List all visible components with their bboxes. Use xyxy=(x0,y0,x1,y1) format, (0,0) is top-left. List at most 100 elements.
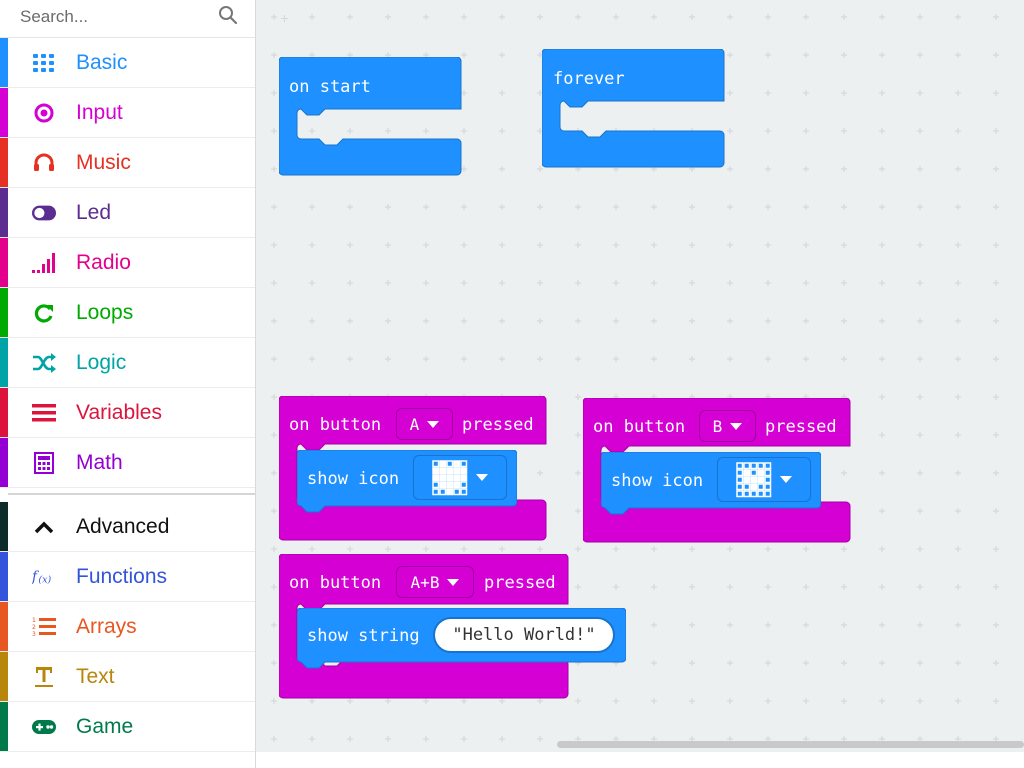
function-icon: f(x) xyxy=(32,565,56,589)
signal-bars-icon xyxy=(32,251,56,275)
search-input[interactable] xyxy=(18,4,212,30)
category-color-stripe xyxy=(0,338,8,387)
category-color-stripe xyxy=(0,138,8,187)
category-color-stripe xyxy=(0,88,8,137)
category-color-stripe xyxy=(0,602,8,651)
category-label: Math xyxy=(76,451,123,474)
category-color-stripe xyxy=(0,702,8,751)
on-button-b-suffix: pressed xyxy=(765,417,837,437)
category-loops[interactable]: Loops xyxy=(0,288,255,338)
on-button-ab-prefix: on button xyxy=(289,573,382,593)
on-start-block-shape xyxy=(279,57,462,176)
button-a-dropdown[interactable]: A xyxy=(396,408,453,440)
category-led[interactable]: Led xyxy=(0,188,255,238)
category-color-stripe xyxy=(0,38,8,87)
category-label: Arrays xyxy=(76,615,137,638)
svg-text:f: f xyxy=(32,569,40,585)
forever-label: forever xyxy=(553,69,625,89)
category-functions[interactable]: f(x) Functions xyxy=(0,552,255,602)
search-icon[interactable] xyxy=(218,5,238,25)
string-input[interactable]: "Hello World!" xyxy=(433,617,615,653)
category-text[interactable]: Text xyxy=(0,652,255,702)
category-label: Led xyxy=(76,201,112,224)
show-icon-block-b[interactable]: show icon xyxy=(601,452,821,520)
icon-picker-b[interactable] xyxy=(717,457,811,502)
svg-text:3: 3 xyxy=(32,631,36,638)
category-color-stripe xyxy=(0,652,8,701)
chevron-down-icon xyxy=(780,476,792,483)
category-logic[interactable]: Logic xyxy=(0,338,255,388)
target-icon xyxy=(32,101,56,125)
toolbox: Basic Input Music Led Radio xyxy=(0,0,256,768)
show-icon-label-a: show icon xyxy=(307,469,400,489)
category-math[interactable]: Math xyxy=(0,438,255,488)
category-game[interactable]: Game xyxy=(0,702,255,752)
button-ab-dropdown-value: A+B xyxy=(410,572,440,592)
chevron-up-icon xyxy=(32,515,56,539)
text-icon xyxy=(32,665,56,689)
category-label: Functions xyxy=(76,565,168,588)
category-label: Music xyxy=(76,151,131,174)
string-input-value: "Hello World!" xyxy=(452,625,596,645)
refresh-icon xyxy=(32,301,56,325)
category-color-stripe xyxy=(0,388,8,437)
button-b-dropdown[interactable]: B xyxy=(699,410,756,442)
blocks-workspace[interactable]: on start forever on button A pressed sho… xyxy=(256,0,1024,752)
category-label: Advanced xyxy=(76,515,170,538)
chevron-down-icon xyxy=(427,420,440,428)
category-input[interactable]: Input xyxy=(0,88,255,138)
headphones-icon xyxy=(32,151,56,175)
heart-icon xyxy=(432,459,468,495)
grid-icon xyxy=(32,51,56,75)
on-start-block[interactable]: on start xyxy=(279,57,462,177)
category-label: Logic xyxy=(76,351,127,374)
calculator-icon xyxy=(32,451,56,475)
category-label: Loops xyxy=(76,301,134,324)
toolbox-separator xyxy=(8,493,255,495)
search-bar xyxy=(0,0,255,38)
category-color-stripe xyxy=(0,288,8,337)
on-start-label: on start xyxy=(289,77,371,97)
on-button-a-suffix: pressed xyxy=(462,415,534,435)
on-button-b-prefix: on button xyxy=(593,417,686,437)
category-label: Radio xyxy=(76,251,131,274)
category-label: Variables xyxy=(76,401,162,424)
gamepad-icon xyxy=(32,715,56,739)
button-a-dropdown-value: A xyxy=(409,414,420,434)
category-label: Game xyxy=(76,715,134,738)
forever-block[interactable]: forever xyxy=(542,49,725,169)
category-variables[interactable]: Variables xyxy=(0,388,255,438)
forever-block-shape xyxy=(542,49,725,168)
svg-text:1: 1 xyxy=(32,617,36,624)
chevron-down-icon xyxy=(447,578,460,586)
category-label: Text xyxy=(76,665,115,688)
workspace-bottom-strip xyxy=(256,752,1024,768)
category-color-stripe xyxy=(0,438,8,487)
category-color-stripe xyxy=(0,238,8,287)
horizontal-scrollbar[interactable] xyxy=(557,741,1024,748)
small-heart-icon xyxy=(736,461,772,497)
category-label: Input xyxy=(76,101,123,124)
show-icon-label-b: show icon xyxy=(611,471,704,491)
list-lines-icon xyxy=(32,401,56,425)
on-button-a-prefix: on button xyxy=(289,415,382,435)
button-ab-dropdown[interactable]: A+B xyxy=(396,566,474,598)
on-button-ab-suffix: pressed xyxy=(484,573,556,593)
icon-picker-a[interactable] xyxy=(413,455,507,500)
category-color-stripe xyxy=(0,552,8,601)
category-basic[interactable]: Basic xyxy=(0,38,255,88)
category-advanced[interactable]: Advanced xyxy=(0,502,255,552)
category-label: Basic xyxy=(76,51,128,74)
category-radio[interactable]: Radio xyxy=(0,238,255,288)
show-icon-block-a[interactable]: show icon xyxy=(297,450,517,518)
show-string-block[interactable]: show string "Hello World!" xyxy=(297,608,626,670)
toggle-icon xyxy=(32,201,56,225)
category-music[interactable]: Music xyxy=(0,138,255,188)
svg-text:2: 2 xyxy=(32,624,36,631)
category-color-stripe xyxy=(0,188,8,237)
category-color-stripe xyxy=(0,502,8,551)
show-string-label: show string xyxy=(307,626,420,646)
button-b-dropdown-value: B xyxy=(712,416,723,436)
